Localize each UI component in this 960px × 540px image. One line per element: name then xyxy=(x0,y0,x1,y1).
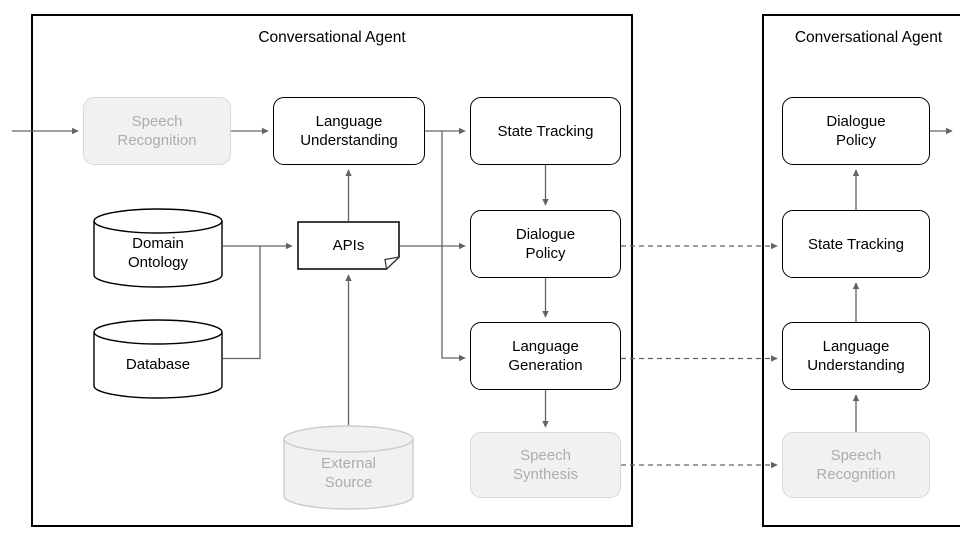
node-label: Ontology xyxy=(127,254,189,271)
right-agent-box: Conversational Agent xyxy=(762,14,960,527)
node-label: Speech xyxy=(520,447,571,464)
node-label: Policy xyxy=(835,132,876,149)
node-label: Language xyxy=(822,338,890,355)
node-speech-recognition-right: Speech Recognition xyxy=(782,432,930,498)
node-label: Database xyxy=(125,355,191,373)
node-label: Language xyxy=(315,113,383,130)
node-apis: APIs xyxy=(297,221,400,270)
cylinder-shape xyxy=(283,425,414,510)
node-label: Understanding xyxy=(300,132,398,149)
node-label: Speech xyxy=(131,113,183,130)
left-agent-box: Conversational Agent xyxy=(31,14,633,527)
cylinder-shape xyxy=(93,319,223,399)
node-label: Policy xyxy=(525,245,566,262)
node-label: Dialogue xyxy=(826,113,886,130)
node-dialogue-policy-left: Dialogue Policy xyxy=(470,210,621,278)
folded-document-shape xyxy=(297,221,400,270)
node-label: Dialogue xyxy=(515,226,576,243)
node-label: External xyxy=(320,454,377,472)
node-label: APIs xyxy=(332,237,365,254)
node-language-understanding-left: Language Understanding xyxy=(273,97,425,165)
node-label: Source xyxy=(324,473,373,491)
node-label: Language xyxy=(512,338,579,355)
node-label: Domain xyxy=(132,235,184,252)
node-database: Database xyxy=(93,319,223,399)
node-label: Synthesis xyxy=(512,466,579,483)
node-domain-ontology: Domain Ontology xyxy=(93,208,223,288)
node-label: Recognition xyxy=(117,132,197,149)
right-agent-title: Conversational Agent xyxy=(794,29,943,46)
node-language-generation: Language Generation xyxy=(470,322,621,390)
node-label: Understanding xyxy=(807,357,905,374)
node-label: Recognition xyxy=(816,466,896,483)
node-dialogue-policy-right: Dialogue Policy xyxy=(782,97,930,165)
node-label: State Tracking xyxy=(808,235,904,253)
node-label: Speech xyxy=(830,447,882,464)
node-speech-synthesis: Speech Synthesis xyxy=(470,432,621,498)
cylinder-shape xyxy=(93,208,223,288)
left-agent-title: Conversational Agent xyxy=(258,29,406,46)
node-external-source: External Source xyxy=(283,425,414,510)
node-state-tracking-left: State Tracking xyxy=(470,97,621,165)
node-state-tracking-right: State Tracking xyxy=(782,210,930,278)
node-language-understanding-right: Language Understanding xyxy=(782,322,930,390)
node-label: Generation xyxy=(508,357,583,374)
node-label: State Tracking xyxy=(497,122,594,140)
node-speech-recognition-left: Speech Recognition xyxy=(83,97,231,165)
